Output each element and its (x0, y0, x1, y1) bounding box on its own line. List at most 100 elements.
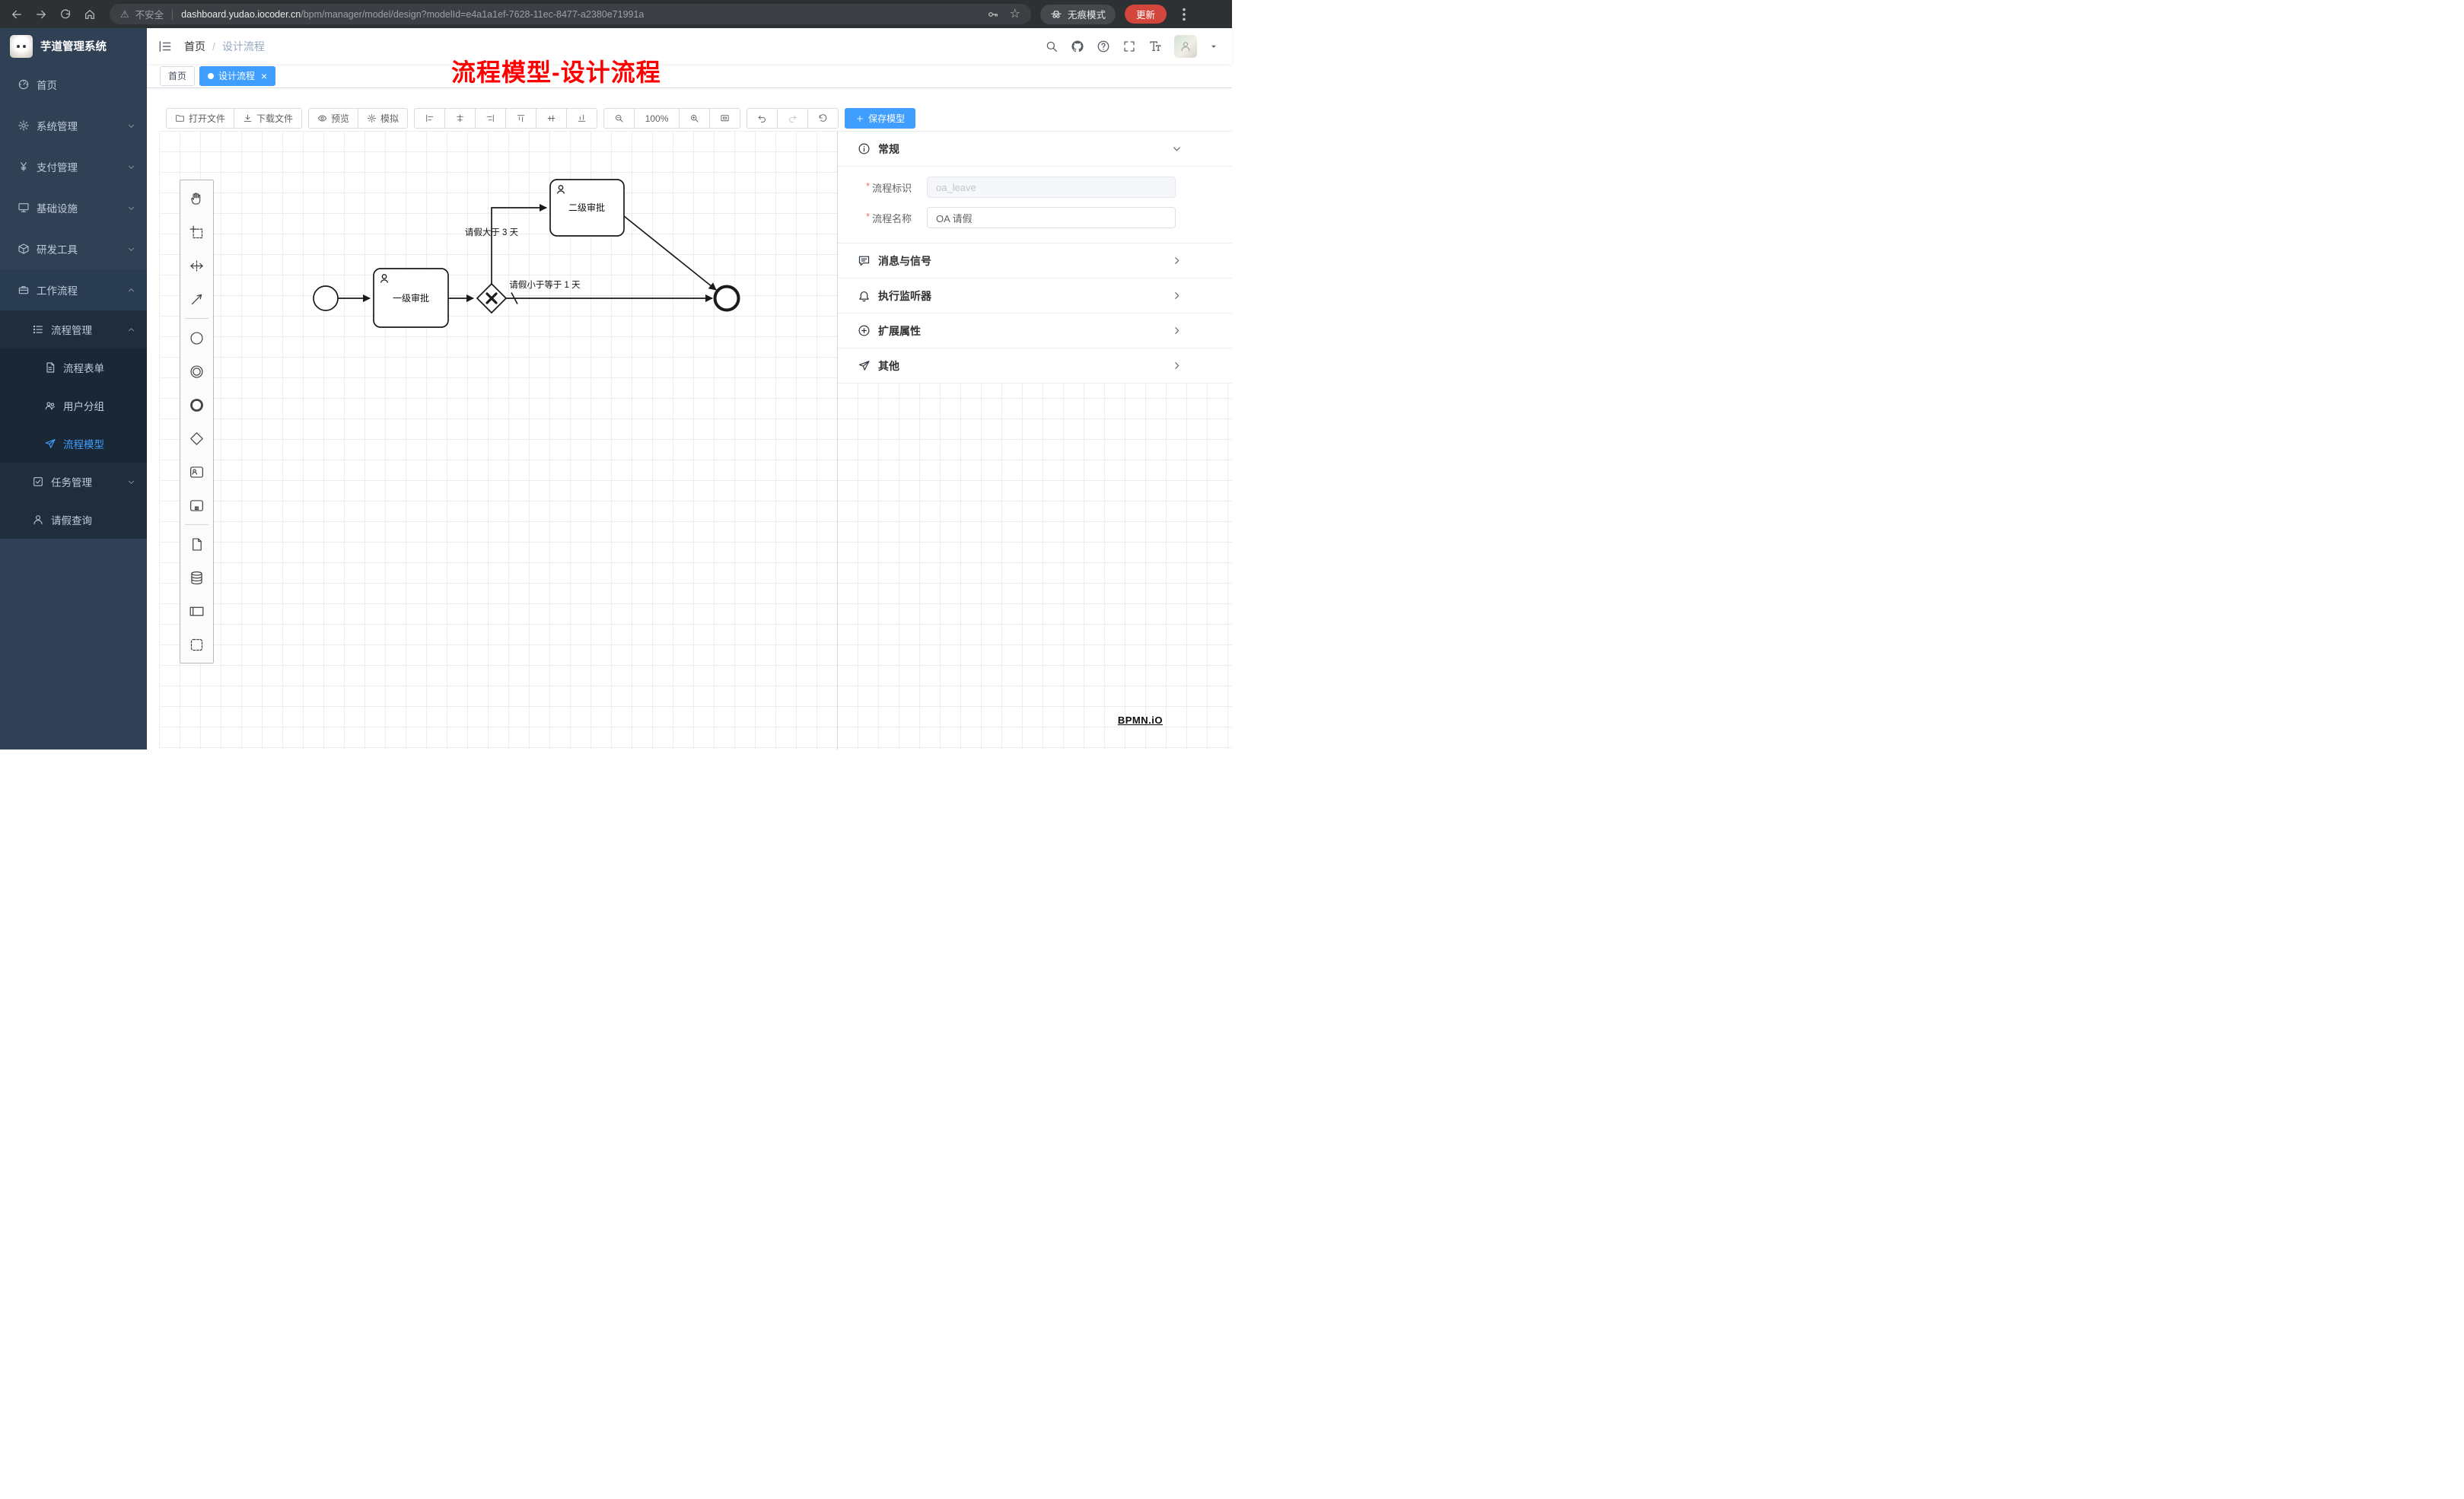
sidebar-item-dev-tools[interactable]: 研发工具 (0, 228, 147, 269)
zoom-level[interactable]: 100% (634, 108, 680, 129)
download-file-button[interactable]: 下载文件 (234, 108, 303, 129)
font-size-icon[interactable] (1148, 40, 1162, 53)
undo-button[interactable] (747, 108, 778, 129)
sidebar-item-task-mgmt[interactable]: 任务管理 (0, 463, 147, 501)
zoom-in-icon (689, 113, 699, 123)
create-subprocess[interactable] (180, 489, 213, 522)
sidebar-item-process-form[interactable]: 流程表单 (0, 348, 147, 387)
create-group[interactable] (180, 628, 213, 661)
align-bottom-button[interactable] (566, 108, 598, 129)
redo-button[interactable] (777, 108, 809, 129)
chevron-down-icon (127, 163, 135, 171)
browser-menu-icon[interactable] (1176, 6, 1192, 23)
create-data-object[interactable] (180, 527, 213, 561)
help-icon[interactable] (1097, 40, 1110, 53)
sidebar-item-leave-query[interactable]: 请假查询 (0, 501, 147, 539)
browser-home-button[interactable] (79, 4, 100, 25)
sidebar-item-infrastructure[interactable]: 基础设施 (0, 187, 147, 228)
data-object-icon (189, 536, 205, 552)
align-top-button[interactable] (505, 108, 537, 129)
create-end-event[interactable] (180, 388, 213, 422)
zoom-in-button[interactable] (679, 108, 711, 129)
create-pool[interactable] (180, 594, 213, 628)
panel-section-other[interactable]: 其他 (838, 348, 1232, 384)
gear-icon (367, 113, 377, 123)
browser-update-button[interactable]: 更新 (1124, 5, 1167, 24)
start-event[interactable] (313, 285, 339, 311)
browser-back-button[interactable] (6, 4, 27, 25)
subprocess-icon (189, 498, 205, 514)
align-center-button[interactable] (444, 108, 476, 129)
tab-home[interactable]: 首页 (160, 65, 196, 86)
gateway-x-mark (485, 292, 498, 304)
panel-section-message-signal[interactable]: 消息与信号 (838, 243, 1232, 278)
process-name-input[interactable] (927, 207, 1176, 228)
panel-section-general[interactable]: 常规 (838, 132, 1232, 167)
breadcrumb-separator: / (212, 40, 215, 53)
simulate-button[interactable]: 模拟 (358, 108, 409, 129)
data-store-icon (189, 570, 205, 586)
bell-icon (858, 289, 871, 302)
sidebar-item-workflow[interactable]: 工作流程 (0, 269, 147, 310)
gateway-icon (189, 431, 205, 447)
align-bottom-icon (577, 113, 587, 123)
url-bar[interactable]: ⚠ 不安全 dashboard.yudao.iocoder.cn/bpm/man… (110, 4, 1031, 24)
sidebar-item-system-mgmt[interactable]: 系统管理 (0, 105, 147, 146)
hand-tool[interactable] (180, 182, 213, 215)
sidebar-toggle-icon[interactable] (158, 39, 173, 54)
avatar[interactable] (1174, 34, 1197, 58)
sidebar-item-home[interactable]: 首页 (0, 64, 147, 105)
panel-section-execution-listener[interactable]: 执行监听器 (838, 278, 1232, 313)
sidebar-item-user-group[interactable]: 用户分组 (0, 387, 147, 425)
box-icon (18, 243, 30, 255)
lasso-tool[interactable] (180, 215, 213, 249)
bookmark-star-icon[interactable]: ☆ (1009, 7, 1020, 21)
caret-down-icon[interactable] (1209, 42, 1218, 51)
breadcrumb-home[interactable]: 首页 (184, 40, 205, 53)
tab-design-process[interactable]: 设计流程 × (199, 65, 276, 86)
fullscreen-icon[interactable] (1122, 40, 1136, 53)
gear-icon (18, 119, 30, 132)
user-task-second-approval[interactable] (549, 179, 625, 237)
connect-icon (189, 291, 205, 307)
sidebar-item-payment-mgmt[interactable]: 支付管理 (0, 146, 147, 187)
process-key-input[interactable] (927, 177, 1176, 198)
align-middle-button[interactable] (536, 108, 568, 129)
align-left-button[interactable] (414, 108, 446, 129)
omnibox-divider (172, 8, 173, 20)
folder-icon (175, 113, 185, 123)
end-event[interactable] (713, 285, 740, 312)
browser-reload-button[interactable] (55, 4, 76, 25)
create-start-event[interactable] (180, 321, 213, 355)
search-icon[interactable] (1045, 40, 1059, 53)
github-icon[interactable] (1071, 40, 1084, 53)
panel-section-extended-attributes[interactable]: 扩展属性 (838, 313, 1232, 348)
app-logo[interactable]: 芋道管理系统 (0, 28, 147, 64)
save-model-button[interactable]: 保存模型 (845, 108, 916, 129)
flow-task2-to-end[interactable] (623, 215, 717, 291)
align-right-button[interactable] (475, 108, 507, 129)
document-icon (44, 361, 56, 374)
align-center-icon (455, 113, 465, 123)
create-user-task[interactable] (180, 455, 213, 489)
password-key-icon[interactable] (987, 8, 999, 21)
sidebar-item-process-mgmt[interactable]: 流程管理 (0, 310, 147, 348)
hand-icon (189, 191, 205, 207)
create-data-store[interactable] (180, 561, 213, 594)
user-task-first-approval[interactable] (373, 268, 449, 328)
user-task-icon (189, 464, 205, 480)
close-tab-icon[interactable]: × (261, 69, 268, 82)
bpmn-io-watermark[interactable]: BPMN.iO (1117, 714, 1163, 726)
create-intermediate-event[interactable] (180, 355, 213, 388)
global-connect-tool[interactable] (180, 282, 213, 316)
restart-button[interactable] (807, 108, 839, 129)
space-tool[interactable] (180, 249, 213, 282)
sidebar-item-process-model[interactable]: 流程模型 (0, 425, 147, 463)
create-gateway[interactable] (180, 422, 213, 455)
preview-button[interactable]: 预览 (308, 108, 359, 129)
browser-forward-button[interactable] (30, 4, 52, 25)
zoom-reset-button[interactable] (709, 108, 741, 129)
flow-gateway-to-task2[interactable] (491, 203, 548, 285)
zoom-out-button[interactable] (603, 108, 635, 129)
open-file-button[interactable]: 打开文件 (166, 108, 235, 129)
